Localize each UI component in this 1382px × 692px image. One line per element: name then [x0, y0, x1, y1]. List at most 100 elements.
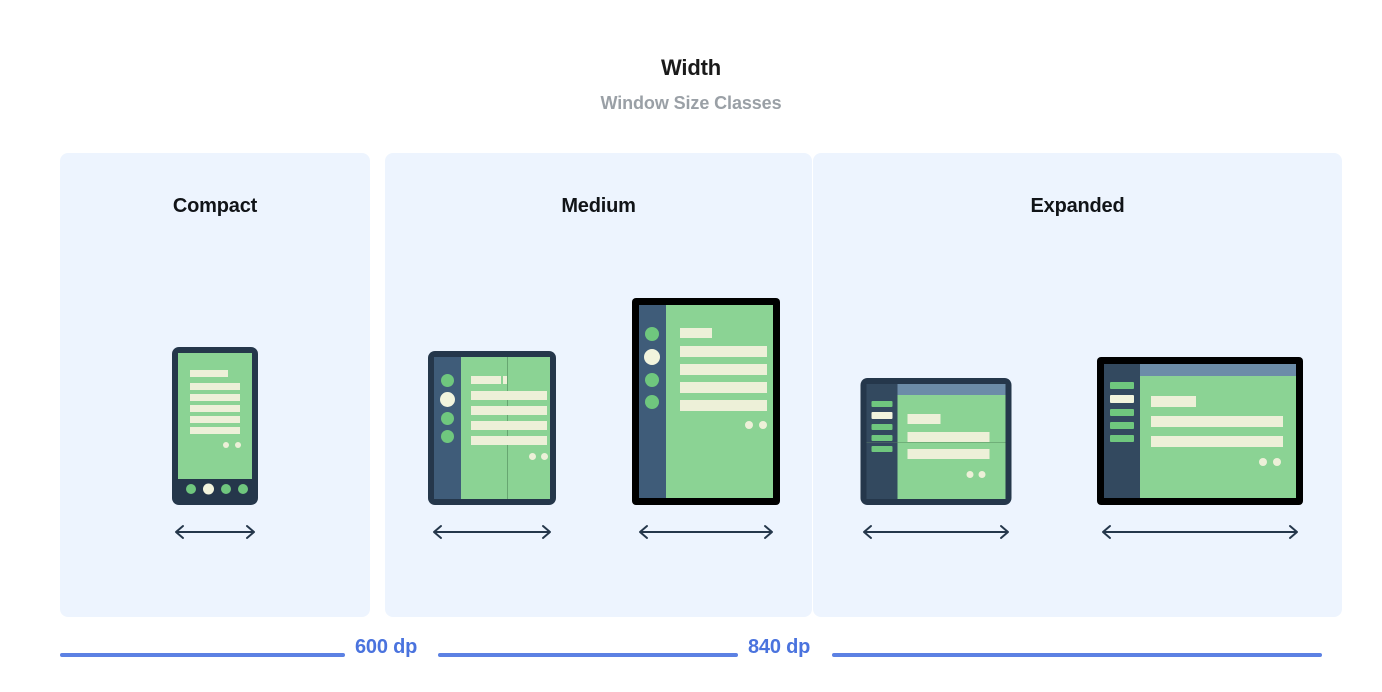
content-dot — [1273, 458, 1281, 466]
width-arrow — [426, 524, 558, 545]
device-group-expanded — [813, 263, 1342, 563]
phone-portrait-device — [172, 347, 258, 505]
nav-drawer-item[interactable] — [1110, 422, 1134, 429]
device-slot-foldable-portrait — [385, 263, 599, 563]
nav-drawer-item-active[interactable] — [1110, 395, 1134, 403]
navigation-drawer — [1104, 364, 1140, 498]
device-group-medium — [385, 263, 812, 563]
content-line — [907, 449, 989, 459]
foldable-landscape-frame — [860, 378, 1011, 505]
content-line — [503, 376, 507, 384]
foldable-portrait-device — [428, 351, 556, 505]
content-dot — [541, 453, 548, 460]
tablet-screen — [638, 305, 773, 498]
nav-drawer-item[interactable] — [1110, 435, 1134, 442]
content-dot — [529, 453, 536, 460]
tablet-landscape-screen — [1104, 364, 1296, 498]
nav-rail-dot[interactable] — [644, 395, 659, 409]
panel-medium: Medium — [385, 153, 812, 617]
content-line — [190, 383, 240, 390]
content-line — [190, 370, 228, 377]
scale-line-segment — [832, 653, 1322, 657]
scale-line-segment — [438, 653, 738, 657]
diagram-header: Width Window Size Classes — [0, 0, 1382, 114]
content-line — [679, 328, 712, 338]
scale-line-segment — [60, 653, 345, 657]
nav-item-dot-active[interactable] — [203, 483, 214, 495]
device-slot-tablet-portrait — [599, 263, 812, 563]
nav-rail-dot-active[interactable] — [643, 349, 660, 365]
foldable-landscape-screen — [866, 384, 1005, 499]
foldable-landscape-device — [860, 378, 1011, 505]
content-line — [471, 406, 547, 415]
page-subtitle: Window Size Classes — [600, 93, 782, 113]
content-dot — [758, 421, 767, 429]
fold-seam — [866, 442, 897, 443]
phone-screen — [178, 353, 252, 499]
nav-drawer-item[interactable] — [1110, 409, 1134, 416]
bottom-navigation-bar — [178, 479, 252, 499]
panel-label-medium: Medium — [561, 195, 636, 217]
content-line — [1151, 436, 1283, 447]
panel-label-compact: Compact — [172, 195, 258, 217]
nav-drawer-item[interactable] — [871, 401, 892, 407]
content-line — [679, 346, 767, 357]
content-dot — [223, 442, 229, 448]
tablet-landscape-device — [1097, 357, 1303, 505]
content-line — [679, 382, 767, 393]
foldable-frame — [428, 351, 556, 505]
device-group-compact — [60, 263, 370, 563]
foldable-screen — [434, 357, 550, 499]
fold-seam — [897, 442, 1005, 443]
content-line — [1151, 396, 1196, 407]
navigation-rail — [638, 305, 666, 498]
phone-frame — [172, 347, 258, 505]
nav-rail-dot[interactable] — [441, 430, 454, 443]
content-line — [679, 400, 767, 411]
panel-label-expanded: Expanded — [1030, 195, 1125, 217]
nav-rail-dot-active[interactable] — [440, 392, 455, 407]
page-title: Width — [661, 55, 721, 80]
panel-compact: Compact — [60, 153, 370, 617]
nav-rail-dot[interactable] — [644, 373, 659, 387]
breakpoint-label-600: 600 dp — [355, 636, 418, 658]
content-line — [679, 364, 767, 375]
navigation-rail — [434, 357, 461, 499]
nav-item-dot[interactable] — [186, 484, 196, 494]
content-dot — [1259, 458, 1267, 466]
nav-rail-dot[interactable] — [441, 412, 454, 425]
content-dot — [744, 421, 753, 429]
top-app-bar — [1140, 364, 1296, 376]
content-line — [471, 436, 547, 445]
content-line — [190, 394, 240, 401]
nav-drawer-item[interactable] — [871, 424, 892, 430]
content-line — [190, 405, 240, 412]
content-line — [907, 414, 940, 424]
nav-item-dot[interactable] — [221, 484, 231, 494]
device-slot-phone-portrait — [60, 263, 370, 563]
content-dot — [978, 471, 985, 478]
content-line — [471, 391, 547, 400]
nav-drawer-item[interactable] — [871, 435, 892, 441]
breakpoint-label-840: 840 dp — [748, 636, 811, 658]
tablet-landscape-frame — [1097, 357, 1303, 505]
nav-drawer-item[interactable] — [871, 446, 892, 452]
nav-drawer-item[interactable] — [1110, 382, 1134, 389]
width-arrow — [1095, 524, 1305, 545]
device-slot-foldable-landscape — [813, 263, 1058, 563]
content-line — [907, 432, 989, 442]
nav-rail-dot[interactable] — [644, 327, 659, 341]
top-app-bar — [897, 384, 1005, 395]
content-line — [1151, 416, 1283, 427]
content-line — [471, 421, 547, 430]
breakpoint-scale: 600 dp 840 dp — [0, 636, 1382, 692]
nav-drawer-item-active[interactable] — [871, 412, 892, 419]
content-line — [471, 376, 501, 384]
panel-expanded: Expanded — [813, 153, 1342, 617]
nav-item-dot[interactable] — [238, 484, 248, 494]
width-arrow — [168, 524, 262, 545]
size-class-panels: Compact — [60, 153, 1342, 617]
navigation-drawer — [866, 384, 897, 499]
content-line — [190, 416, 240, 423]
nav-rail-dot[interactable] — [441, 374, 454, 387]
